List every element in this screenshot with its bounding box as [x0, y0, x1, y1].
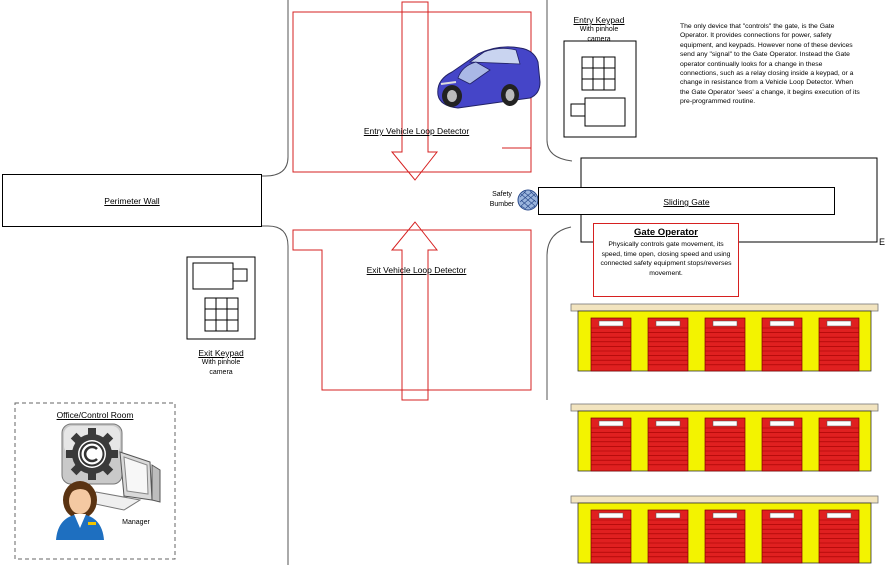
- keypad-icon: [204, 297, 239, 332]
- gear-copyright-icon: [61, 423, 123, 485]
- office-control-room: [14, 402, 176, 560]
- entry-keypad-title: Entry Keypad: [573, 15, 625, 25]
- exit-keypad-line1: With pinhole: [201, 359, 241, 366]
- storage-door: [647, 317, 689, 372]
- exit-keypad-caption: Exit Keypad With pinhole camera: [182, 348, 260, 378]
- exit-loop-outline: [292, 229, 532, 391]
- gate-operator-description: Physically controls gate movement, its s…: [600, 241, 732, 277]
- storage-door: [590, 417, 632, 472]
- storage-door: [647, 509, 689, 564]
- gate-operator-title: Gate Operator: [634, 227, 698, 238]
- storage-door: [590, 317, 632, 372]
- storage-door: [704, 317, 746, 372]
- perimeter-wall-label: Perimeter Wall: [104, 196, 160, 206]
- perimeter-wall: Perimeter Wall: [2, 174, 262, 227]
- entry-loop-label: Entry Vehicle Loop Detector: [363, 126, 470, 136]
- sliding-gate-label: Sliding Gate: [663, 197, 710, 207]
- storage-building: [570, 495, 879, 564]
- monitor-icon: [84, 451, 161, 511]
- storage-door: [590, 509, 632, 564]
- sliding-gate[interactable]: Sliding Gate: [538, 187, 835, 215]
- storage-door: [761, 417, 803, 472]
- entry-direction-arrow: [390, 1, 439, 181]
- safety-bumper-label-line2: Bumber: [489, 201, 515, 208]
- camera-icon: [192, 262, 248, 290]
- manager-label: Manager: [122, 519, 150, 526]
- camera-icon: [570, 97, 626, 127]
- safety-bumper-label: Safety Bumber: [484, 190, 520, 210]
- storage-door: [818, 317, 860, 372]
- gate-operator-box[interactable]: Gate Operator Physically controls gate m…: [593, 223, 739, 297]
- entry-keypad-line1: With pinhole: [579, 26, 619, 33]
- storage-door: [704, 509, 746, 564]
- keypad-icon: [581, 56, 616, 91]
- exit-keypad-line2: camera: [209, 369, 233, 376]
- exit-loop-label: Exit Vehicle Loop Detector: [366, 265, 467, 275]
- storage-door: [704, 417, 746, 472]
- safety-bumper-label-line1: Safety: [492, 191, 512, 198]
- exit-keypad-title: Exit Keypad: [198, 348, 244, 358]
- person-icon: [56, 481, 104, 540]
- storage-door: [761, 509, 803, 564]
- explanation-text: The only device that "controls" the gate…: [680, 23, 860, 106]
- exit-direction-arrow: [390, 221, 439, 401]
- entry-keypad-device: [563, 40, 637, 138]
- storage-building: [570, 403, 879, 472]
- entry-keypad-caption: Entry Keypad With pinhole camera: [560, 15, 638, 45]
- storage-door: [647, 417, 689, 472]
- entry-keypad-line2: camera: [587, 36, 611, 43]
- storage-door: [818, 509, 860, 564]
- office-title: Office/Control Room: [56, 410, 134, 420]
- storage-door: [761, 317, 803, 372]
- exit-keypad-device: [186, 256, 256, 340]
- edge-letter: E: [879, 237, 885, 247]
- storage-door: [818, 417, 860, 472]
- car-icon: [437, 46, 541, 109]
- storage-building: [570, 303, 879, 372]
- storage-unit-icon: [570, 303, 879, 564]
